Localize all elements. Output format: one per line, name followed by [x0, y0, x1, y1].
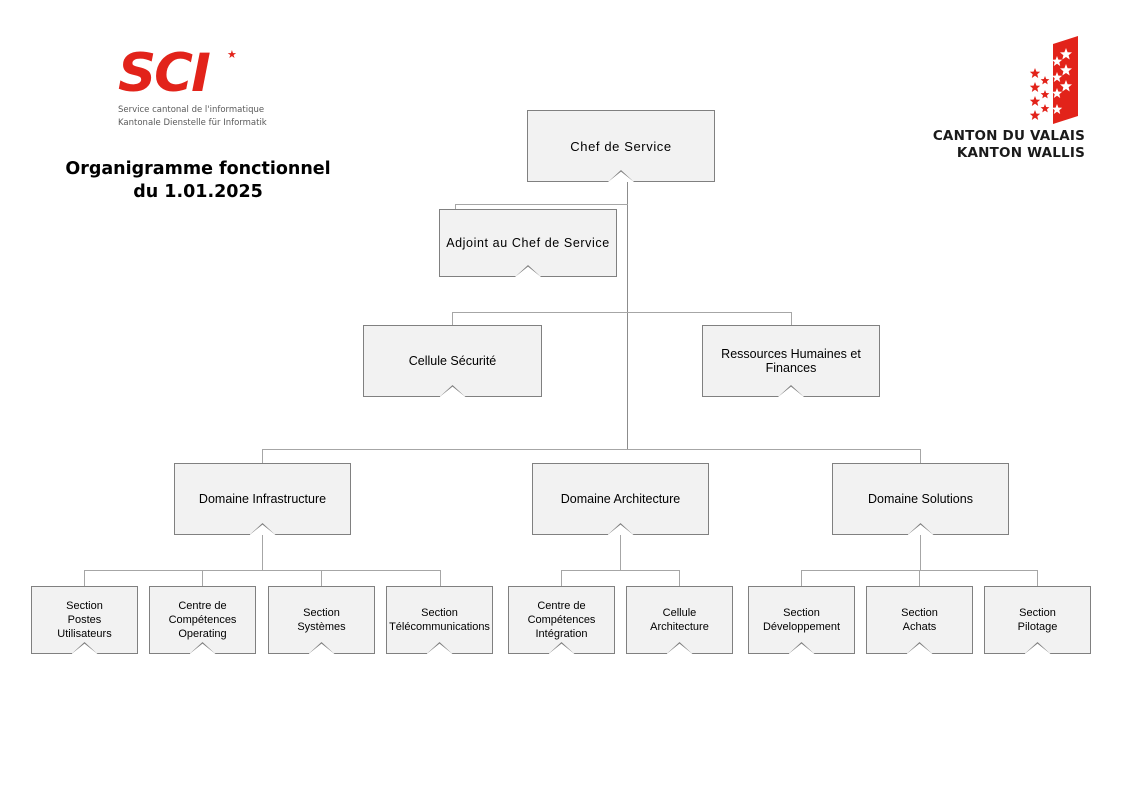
node-domaine-solutions[interactable]: Domaine Solutions: [832, 463, 1009, 535]
connector-infra-child3-drop: [321, 570, 322, 586]
node-cellule-architecture[interactable]: Cellule Architecture: [626, 586, 733, 654]
valais-name-fr: CANTON DU VALAIS: [932, 128, 1085, 144]
sci-logo: SCI ★ ★ Service cantonal de l'informatiq…: [118, 43, 267, 130]
node-section-telecommunications-label: Section Télécommunications: [389, 607, 490, 633]
node-chef-de-service-label: Chef de Service: [570, 138, 672, 154]
node-section-systemes[interactable]: Section Systèmes: [268, 586, 375, 654]
connector-solutions-child3-drop: [1037, 570, 1038, 586]
node-notch-icon: [250, 523, 276, 535]
node-notch-icon: [427, 642, 453, 654]
node-centre-competences-operating[interactable]: Centre de Compétences Operating: [149, 586, 256, 654]
node-domaine-solutions-label: Domaine Solutions: [868, 492, 973, 506]
connector-staff-bar: [452, 312, 792, 313]
node-section-postes-utilisateurs[interactable]: Section Postes Utilisateurs: [31, 586, 138, 654]
node-domaine-infrastructure-label: Domaine Infrastructure: [198, 492, 327, 506]
node-notch-icon: [190, 642, 216, 654]
connector-archi-stem: [620, 534, 621, 570]
node-section-systemes-label: Section Systèmes: [297, 607, 346, 633]
node-section-developpement[interactable]: Section Développement: [748, 586, 855, 654]
connector-domain-infra-drop: [262, 449, 263, 463]
node-domaine-infrastructure[interactable]: Domaine Infrastructure: [174, 463, 351, 535]
node-adjoint-chef-de-service[interactable]: Adjoint au Chef de Service: [439, 209, 617, 277]
valais-flag-icon: [1029, 36, 1078, 124]
connector-domain-solutions-drop: [920, 449, 921, 463]
canton-valais-logo: CANTON DU VALAIS KANTON WALLIS: [930, 36, 1090, 166]
node-notch-icon: [440, 385, 466, 397]
connector-infra-child2-drop: [202, 570, 203, 586]
sci-tagline-de: Kantonale Dienstelle für Informatik: [118, 118, 267, 128]
connector-solutions-stem: [920, 534, 921, 570]
node-domaine-architecture-label: Domaine Architecture: [560, 492, 681, 506]
valais-name-de: KANTON WALLIS: [956, 145, 1085, 161]
node-cellule-securite[interactable]: Cellule Sécurité: [363, 325, 542, 397]
node-section-developpement-label: Section Développement: [762, 607, 841, 633]
node-cellule-architecture-label: Cellule Architecture: [650, 607, 709, 633]
connector-archi-child1-drop: [561, 570, 562, 586]
node-notch-icon: [309, 642, 335, 654]
node-notch-icon: [789, 642, 815, 654]
connector-solutions-child2-drop: [919, 570, 920, 586]
node-notch-icon: [515, 265, 541, 277]
sci-star-big-icon: ★: [214, 60, 237, 88]
sci-star-small-icon: ★: [227, 49, 237, 61]
connector-infra-stem: [262, 534, 263, 570]
page-title-line1: Organigramme fonctionnel: [65, 159, 331, 179]
node-notch-icon: [908, 523, 934, 535]
node-notch-icon: [608, 170, 634, 182]
connector-archi-child2-drop: [679, 570, 680, 586]
connector-archi-bar: [561, 570, 680, 571]
connector-trunk-main: [627, 182, 628, 450]
node-cellule-securite-label: Cellule Sécurité: [408, 354, 497, 368]
connector-solutions-child1-drop: [801, 570, 802, 586]
node-notch-icon: [778, 385, 804, 397]
connector-infra-child4-drop: [440, 570, 441, 586]
node-notch-icon: [667, 642, 693, 654]
connector-staff-right-drop: [791, 312, 792, 325]
node-adjoint-chef-de-service-label: Adjoint au Chef de Service: [446, 236, 610, 250]
node-notch-icon: [907, 642, 933, 654]
node-centre-competences-integration[interactable]: Centre de Compétences Intégration: [508, 586, 615, 654]
node-section-pilotage[interactable]: Section Pilotage: [984, 586, 1091, 654]
node-section-achats[interactable]: Section Achats: [866, 586, 973, 654]
node-notch-icon: [72, 642, 98, 654]
node-section-pilotage-label: Section Pilotage: [1017, 607, 1058, 633]
sci-logo-mark: SCI ★ ★: [118, 43, 253, 104]
node-notch-icon: [1025, 642, 1051, 654]
node-centre-competences-integration-label: Centre de Compétences Intégration: [527, 600, 596, 640]
connector-domain-bar: [262, 449, 921, 450]
node-section-postes-utilisateurs-label: Section Postes Utilisateurs: [57, 600, 112, 640]
node-chef-de-service[interactable]: Chef de Service: [527, 110, 715, 182]
page-title: Organigramme fonctionnel du 1.01.2025: [48, 158, 348, 204]
node-ressources-humaines-finances[interactable]: Ressources Humaines et Finances: [702, 325, 880, 397]
node-centre-competences-operating-label: Centre de Compétences Operating: [168, 600, 237, 640]
connector-chef-adjoint-h: [455, 204, 628, 205]
sci-tagline-fr: Service cantonal de l'informatique: [118, 105, 265, 115]
page-title-line2: du 1.01.2025: [133, 182, 263, 202]
node-section-telecommunications[interactable]: Section Télécommunications: [386, 586, 493, 654]
node-notch-icon: [549, 642, 575, 654]
connector-infra-bar: [84, 570, 440, 571]
sci-wordmark: SCI: [118, 43, 211, 104]
node-notch-icon: [608, 523, 634, 535]
node-section-achats-label: Section Achats: [901, 607, 938, 633]
connector-staff-left-drop: [452, 312, 453, 325]
connector-infra-child1-drop: [84, 570, 85, 586]
node-ressources-humaines-finances-label: Ressources Humaines et Finances: [721, 347, 861, 375]
node-domaine-architecture[interactable]: Domaine Architecture: [532, 463, 709, 535]
